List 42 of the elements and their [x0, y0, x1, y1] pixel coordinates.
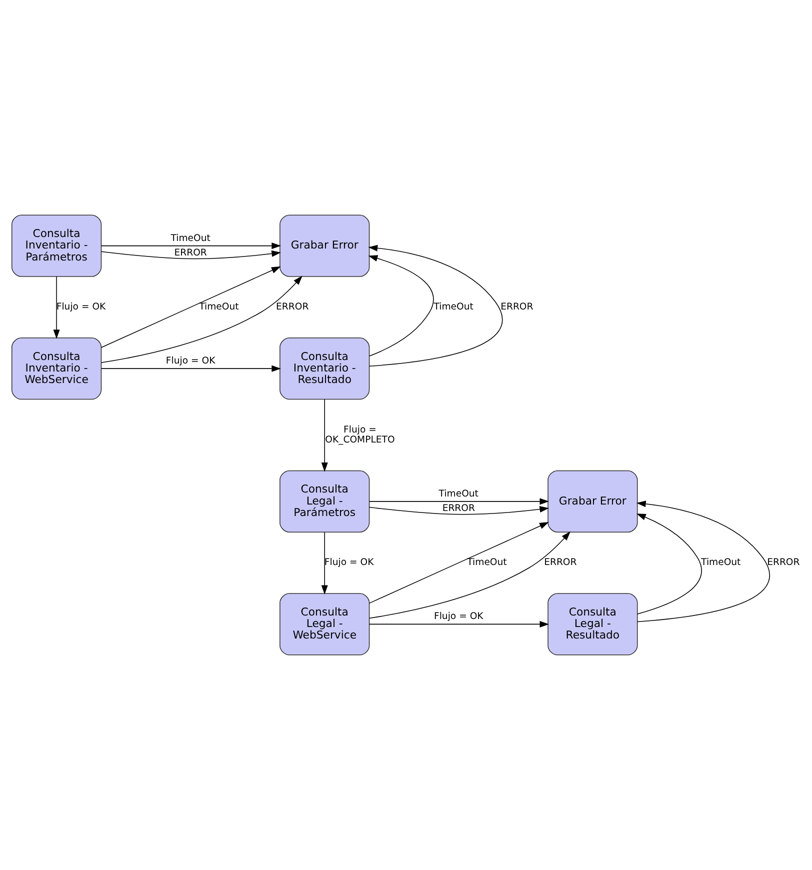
arrow	[321, 399, 328, 472]
node-box: Consulta Inventario - WebService	[11, 337, 102, 400]
edge-label: TimeOut	[438, 488, 478, 500]
node-box: Consulta Inventario - Resultado	[280, 337, 370, 400]
edge-label: Flujo = OK	[434, 611, 484, 622]
edge-label: TimeOut	[434, 302, 474, 313]
arrow	[368, 531, 570, 619]
arrow	[101, 242, 281, 250]
arrow	[321, 532, 328, 595]
node-box: Consulta Legal - Parámetros	[280, 470, 370, 533]
arrow	[100, 250, 281, 260]
edge-label: TimeOut	[199, 302, 239, 313]
arrow	[636, 500, 770, 622]
edge-label: TimeOut	[170, 232, 210, 244]
edge-label: TimeOut	[467, 557, 507, 568]
arrow	[368, 255, 434, 356]
arrow	[636, 514, 702, 614]
edge-label: Flujo = OK	[324, 557, 374, 568]
node-box: Consulta Inventario - Parámetros	[11, 214, 102, 277]
arrow	[368, 506, 550, 515]
arrow	[369, 522, 549, 604]
node-box: Grabar Error	[548, 470, 638, 533]
node-box: Grabar Error	[280, 214, 370, 277]
edge-label: TimeOut	[701, 557, 741, 568]
edge-label: ERROR	[500, 302, 534, 313]
arrow	[369, 620, 550, 628]
edge-label: Flujo = OK	[166, 356, 216, 367]
arrow	[100, 276, 302, 363]
edge-label: ERROR	[544, 557, 577, 568]
edge-label: ERROR	[276, 302, 309, 313]
edge-label: Flujo = OK	[56, 302, 106, 313]
arrow	[100, 266, 281, 348]
arrow	[53, 276, 60, 339]
node-box: Consulta Legal - Resultado	[548, 593, 638, 656]
edge-label: ERROR	[767, 557, 800, 568]
arrow	[368, 244, 503, 367]
edge-label: Flujo = OK_COMPLETO	[325, 424, 395, 446]
arrow	[369, 498, 550, 505]
arrow	[101, 365, 281, 372]
node-box: Consulta Legal - WebService	[280, 593, 370, 656]
edge-label: ERROR	[174, 248, 207, 259]
edge-label: ERROR	[442, 503, 475, 514]
